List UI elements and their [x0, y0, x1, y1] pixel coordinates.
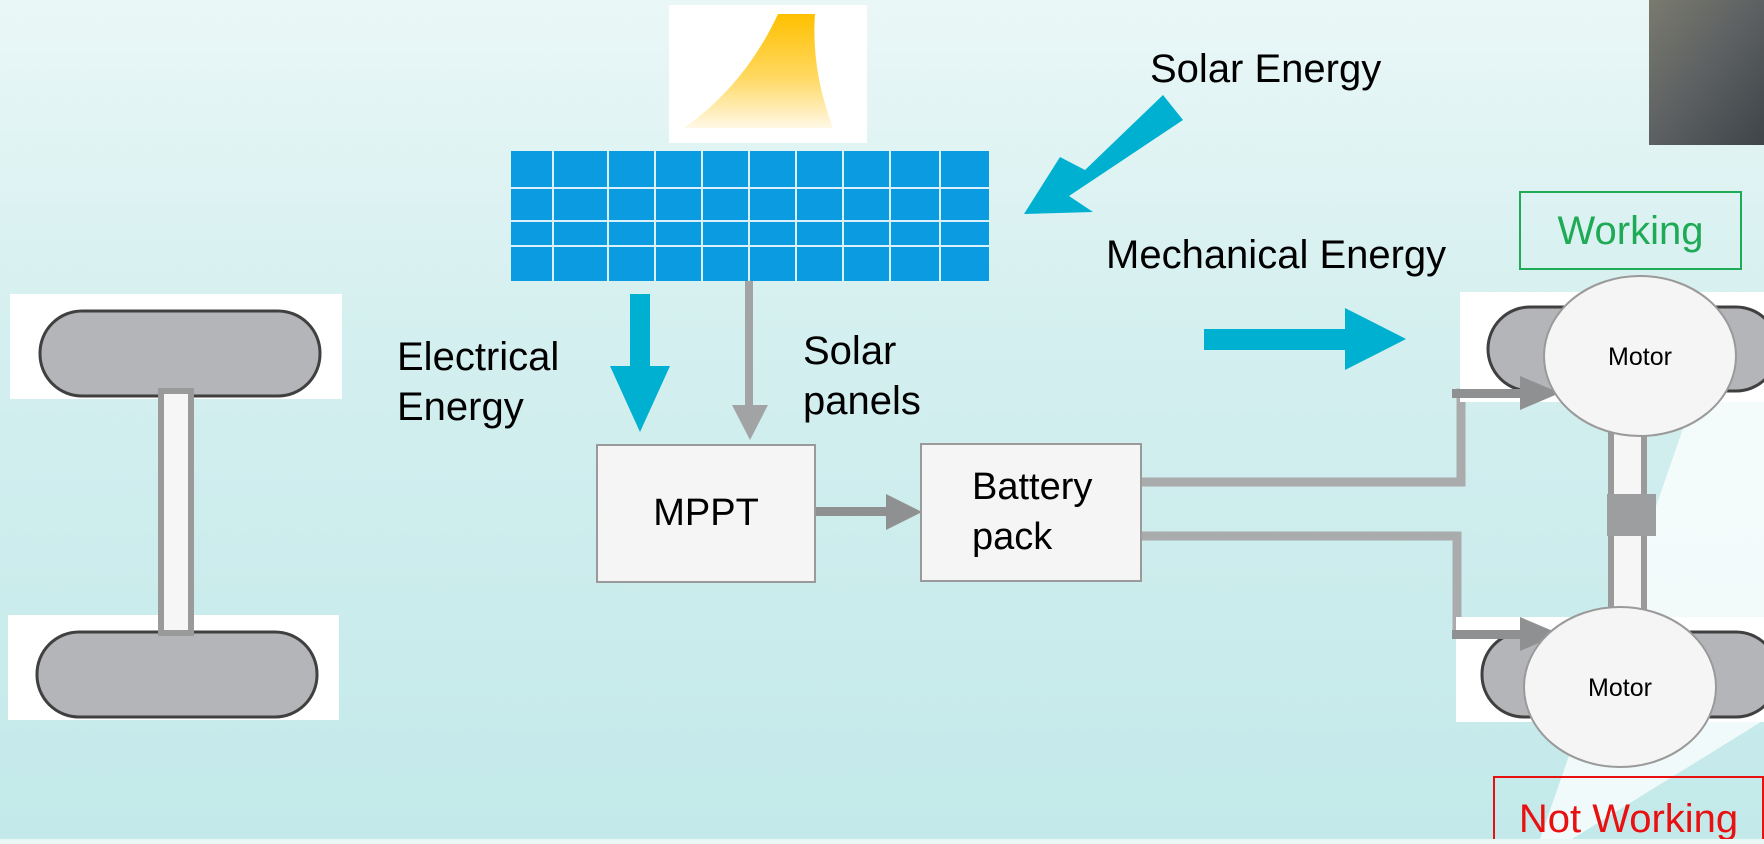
wire-to-top-motor-line: [1452, 389, 1524, 398]
right-chassis-shadow: [1540, 380, 1764, 839]
motor-bottom-label: Motor: [1588, 674, 1652, 702]
solar-energy-label: Solar Energy: [1150, 47, 1382, 91]
electrical-energy-line1: Electrical: [397, 335, 560, 379]
battery-label-line1: Battery: [972, 466, 1093, 509]
solar-panels-label: Solar panels: [803, 326, 921, 426]
differential-block: [1607, 494, 1656, 536]
mechanical-energy-arrow: [1204, 308, 1406, 370]
battery-to-motor-wiring: [1141, 388, 1520, 639]
battery-pack-block: Battery pack: [920, 443, 1142, 582]
electrical-energy-label: Electrical Energy: [397, 332, 559, 432]
mppt-block: MPPT: [596, 444, 816, 583]
panel-to-mppt-arrowhead: [732, 405, 768, 440]
left-axle: [158, 388, 194, 636]
mechanical-energy-label: Mechanical Energy: [1106, 233, 1447, 277]
solar-panels-line1: Solar: [803, 329, 897, 373]
left-wheel-bottom: [35, 630, 319, 719]
working-status-box: Working: [1519, 191, 1742, 270]
wire-to-bottom-motor-arrowhead: [1520, 617, 1560, 651]
left-chassis-illustration: [8, 294, 342, 720]
left-wheel-top: [38, 309, 322, 398]
motor-bottom: Motor: [1523, 606, 1717, 768]
motor-top-circle: [1543, 275, 1737, 437]
motor-top: Motor: [1543, 275, 1737, 437]
electrical-energy-line2: Energy: [397, 385, 524, 429]
mppt-label: MPPT: [653, 492, 759, 534]
sun-icon: [684, 14, 833, 128]
motor-bottom-circle: [1523, 606, 1717, 768]
not-working-status-box: Not Working: [1493, 776, 1764, 839]
photo-thumbnail: [1649, 0, 1764, 145]
sun-illustration: [669, 5, 867, 143]
electrical-energy-arrow: [610, 294, 670, 432]
solar-energy-arrow: [1024, 95, 1183, 214]
solar-panel-icon: [511, 151, 989, 281]
panel-to-mppt-line: [745, 281, 753, 408]
battery-label-line2: pack: [972, 515, 1053, 558]
wire-to-top-motor-arrowhead: [1520, 376, 1560, 410]
mppt-to-battery-arrowhead: [886, 494, 922, 530]
working-status-label: Working: [1557, 208, 1704, 253]
not-working-status-label: Not Working: [1518, 797, 1739, 839]
wire-to-bottom-motor-line: [1452, 630, 1524, 639]
mppt-to-battery-line: [816, 507, 888, 516]
motor-top-label: Motor: [1608, 343, 1672, 371]
solar-panels-line2: panels: [803, 379, 921, 423]
